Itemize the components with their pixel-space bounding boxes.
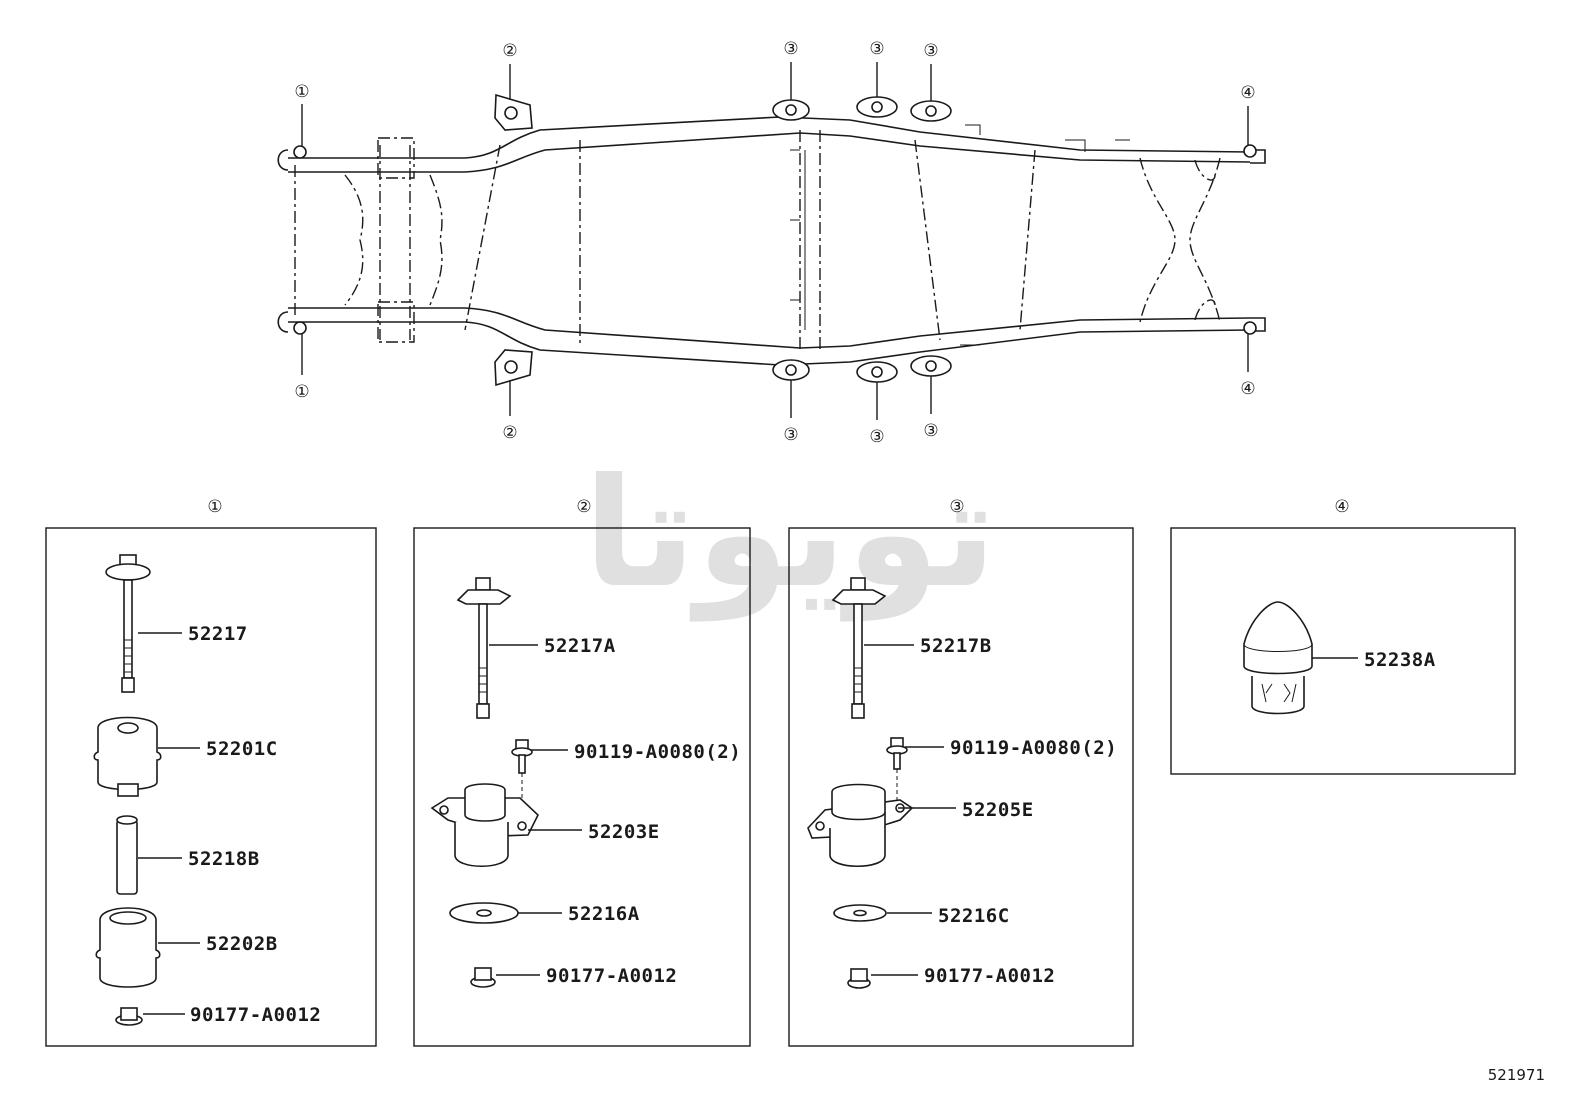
part-label: 52202B xyxy=(206,933,278,955)
part-label: 52205E xyxy=(962,799,1034,821)
mount-points xyxy=(293,93,1257,387)
frame-callouts: ① ① ② ② ③ ③ ③ ③ ③ ③ ④ ④ xyxy=(294,39,1255,447)
mount-point-2-lower-hole xyxy=(504,360,518,374)
frame-front-crossmember xyxy=(344,174,443,306)
group-3-leaders xyxy=(864,644,956,976)
frame-front-ends xyxy=(277,149,289,333)
bolt-90119-A0080-g2 xyxy=(511,739,533,820)
callout-2-upper: ② xyxy=(502,41,517,61)
callout-3b-lower: ③ xyxy=(869,427,884,447)
part-label: 52217 xyxy=(188,623,248,645)
callout-3a-lower: ③ xyxy=(783,425,798,445)
mount-point-3a-lower-hole xyxy=(785,364,797,376)
frame-front-bracket-lower xyxy=(377,301,415,343)
frame-small-brackets xyxy=(960,124,1130,346)
callout-4-upper: ④ xyxy=(1240,83,1255,103)
callout-3a-upper: ③ xyxy=(783,39,798,59)
watermark: تویوتا xyxy=(583,447,996,622)
part-label: 90119-A0080(2) xyxy=(950,737,1117,759)
group-4-title: ④ xyxy=(1334,497,1349,517)
frame-rail-lower xyxy=(288,321,1251,366)
group-4-box xyxy=(1170,527,1516,775)
nut-90177-A0012-g3 xyxy=(847,968,871,989)
mount-point-3b-lower-hole xyxy=(871,366,883,378)
group-3-box xyxy=(788,527,1134,1047)
part-label: 52203E xyxy=(588,821,660,843)
nut-90177-A0012-g2 xyxy=(470,967,496,988)
part-label: 52201C xyxy=(206,738,278,760)
part-label: 90177-A0012 xyxy=(546,965,677,987)
stopper-52238A xyxy=(1243,601,1313,715)
mount-point-3c-lower-hole xyxy=(925,360,937,372)
group-2-title: ② xyxy=(576,497,591,517)
mount-52203E xyxy=(430,783,539,868)
callout-1-upper: ① xyxy=(294,82,309,102)
mount-point-1-lower xyxy=(293,321,307,335)
group-2: ② 52217A xyxy=(413,497,751,1047)
mount-point-4-upper xyxy=(1243,144,1257,158)
bolt-90119-A0080-g3 xyxy=(886,737,908,805)
group-1-leaders xyxy=(138,632,200,1015)
washer-52216A xyxy=(449,902,519,924)
part-label: 52216C xyxy=(938,905,1010,927)
frame-rail-lower-inner xyxy=(288,307,1251,349)
part-label: 52217A xyxy=(544,635,616,657)
group-4: ④ 52238A xyxy=(1170,497,1516,775)
figure-id: 521971 xyxy=(1488,1066,1545,1084)
group-3: ③ 52217B xyxy=(788,497,1134,1047)
sleeve-52218B xyxy=(116,815,138,895)
callout-3c-lower: ③ xyxy=(923,421,938,441)
frame-callout-leaders xyxy=(301,62,1249,420)
part-label: 52217B xyxy=(920,635,992,657)
callout-1-lower: ① xyxy=(294,382,309,402)
mount-point-3a-upper-hole xyxy=(785,104,797,116)
mount-52205E xyxy=(807,783,914,868)
group-2-leaders xyxy=(489,644,582,976)
callout-2-lower: ② xyxy=(502,423,517,443)
mount-point-3b-upper-hole xyxy=(871,101,883,113)
part-label: 90119-A0080(2) xyxy=(574,741,741,763)
vehicle-frame: ① ① ② ② ③ ③ ③ ③ ③ ③ ④ ④ xyxy=(277,39,1266,447)
cushion-52201C xyxy=(93,716,162,797)
group-1-box xyxy=(45,527,377,1047)
frame-front-bracket-upper xyxy=(377,137,415,179)
frame-hidden-outline xyxy=(294,130,1036,350)
nut-90177-A0012-g1 xyxy=(115,1007,143,1026)
frame-rail-upper xyxy=(288,116,1251,159)
group-1: ① 52217 5 xyxy=(45,497,377,1047)
part-label: 52218B xyxy=(188,848,260,870)
frame-rear-ends xyxy=(1250,149,1266,332)
frame-rear-crossmember xyxy=(1139,157,1221,323)
part-label: 52238A xyxy=(1364,649,1436,671)
mount-point-2-upper-hole xyxy=(504,106,518,120)
callout-3b-upper: ③ xyxy=(869,39,884,59)
frame-center-detail xyxy=(790,149,806,330)
part-label: 90177-A0012 xyxy=(924,965,1055,987)
cushion-52202B xyxy=(95,907,161,988)
bolt-52217A xyxy=(456,577,512,719)
frame-rail-upper-inner xyxy=(288,132,1251,173)
group-3-title: ③ xyxy=(949,497,964,517)
bolt-52217B xyxy=(831,577,887,719)
mount-point-4-lower xyxy=(1243,321,1257,335)
callout-3c-upper: ③ xyxy=(923,41,938,61)
bolt-52217 xyxy=(105,554,151,693)
group-1-title: ① xyxy=(207,497,222,517)
part-label: 52216A xyxy=(568,903,640,925)
mount-point-1-upper xyxy=(293,145,307,159)
callout-4-lower: ④ xyxy=(1240,379,1255,399)
part-label: 90177-A0012 xyxy=(190,1004,321,1026)
washer-52216C xyxy=(833,904,887,922)
group-2-box xyxy=(413,527,751,1047)
mount-point-3c-upper-hole xyxy=(925,105,937,117)
